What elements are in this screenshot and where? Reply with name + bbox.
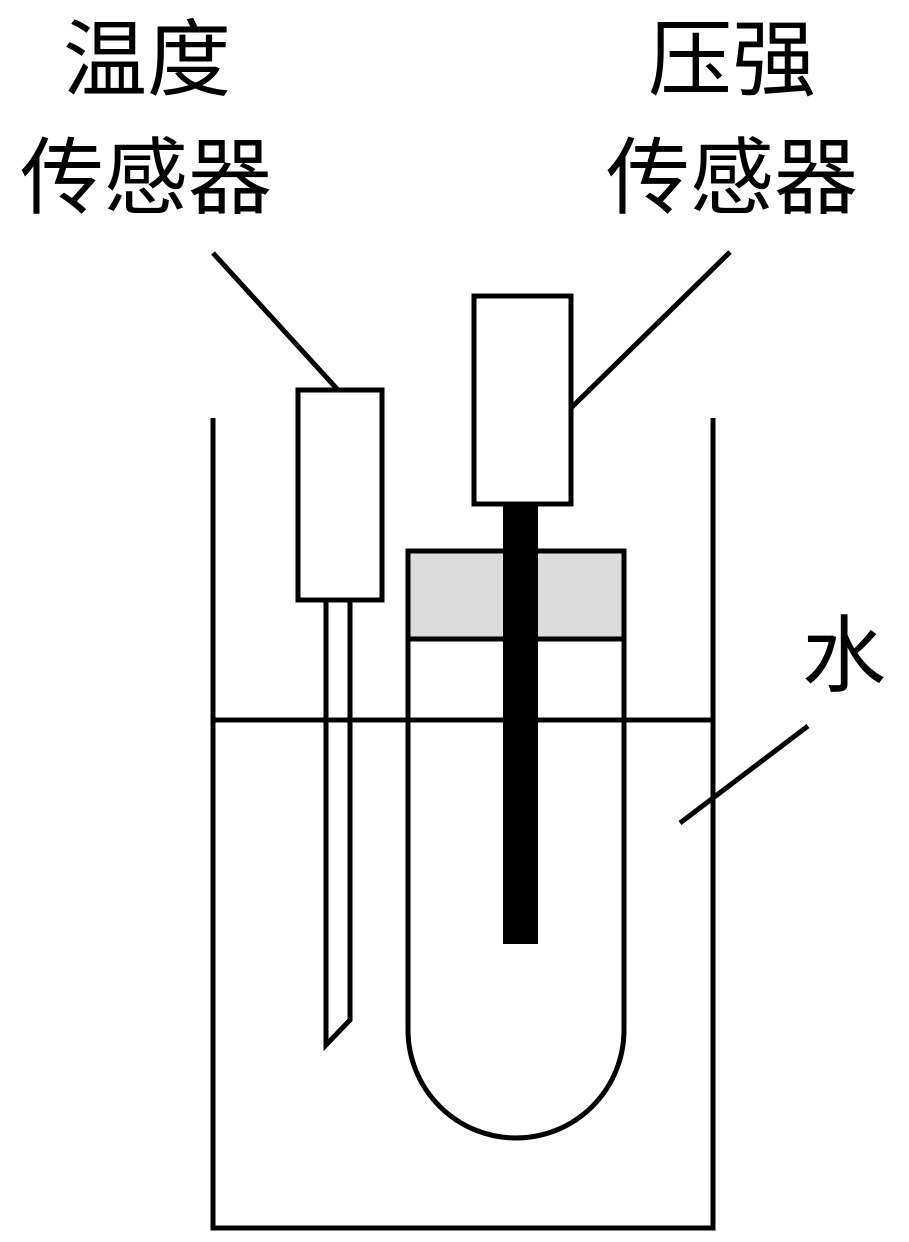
beaker-outline: [210, 418, 716, 1231]
pressure-sensor-label-line2: 传感器: [606, 129, 859, 227]
pressure-sensor-leader-line: [569, 250, 732, 410]
temperature-sensor-body: [295, 387, 385, 603]
pressure-sensor-label-line1: 压强: [648, 11, 817, 109]
test-tube: [405, 551, 627, 1141]
pressure-sensor-rod: [503, 504, 538, 944]
water-leader-line: [678, 724, 810, 825]
water-label: 水: [802, 607, 887, 705]
temperature-sensor-label-line1: 温度: [63, 11, 232, 109]
temperature-sensor-label-line2: 传感器: [20, 129, 273, 227]
temperature-probe: [323, 600, 353, 1052]
pressure-sensor-body: [471, 293, 574, 507]
temperature-sensor-leader-line: [211, 251, 340, 392]
